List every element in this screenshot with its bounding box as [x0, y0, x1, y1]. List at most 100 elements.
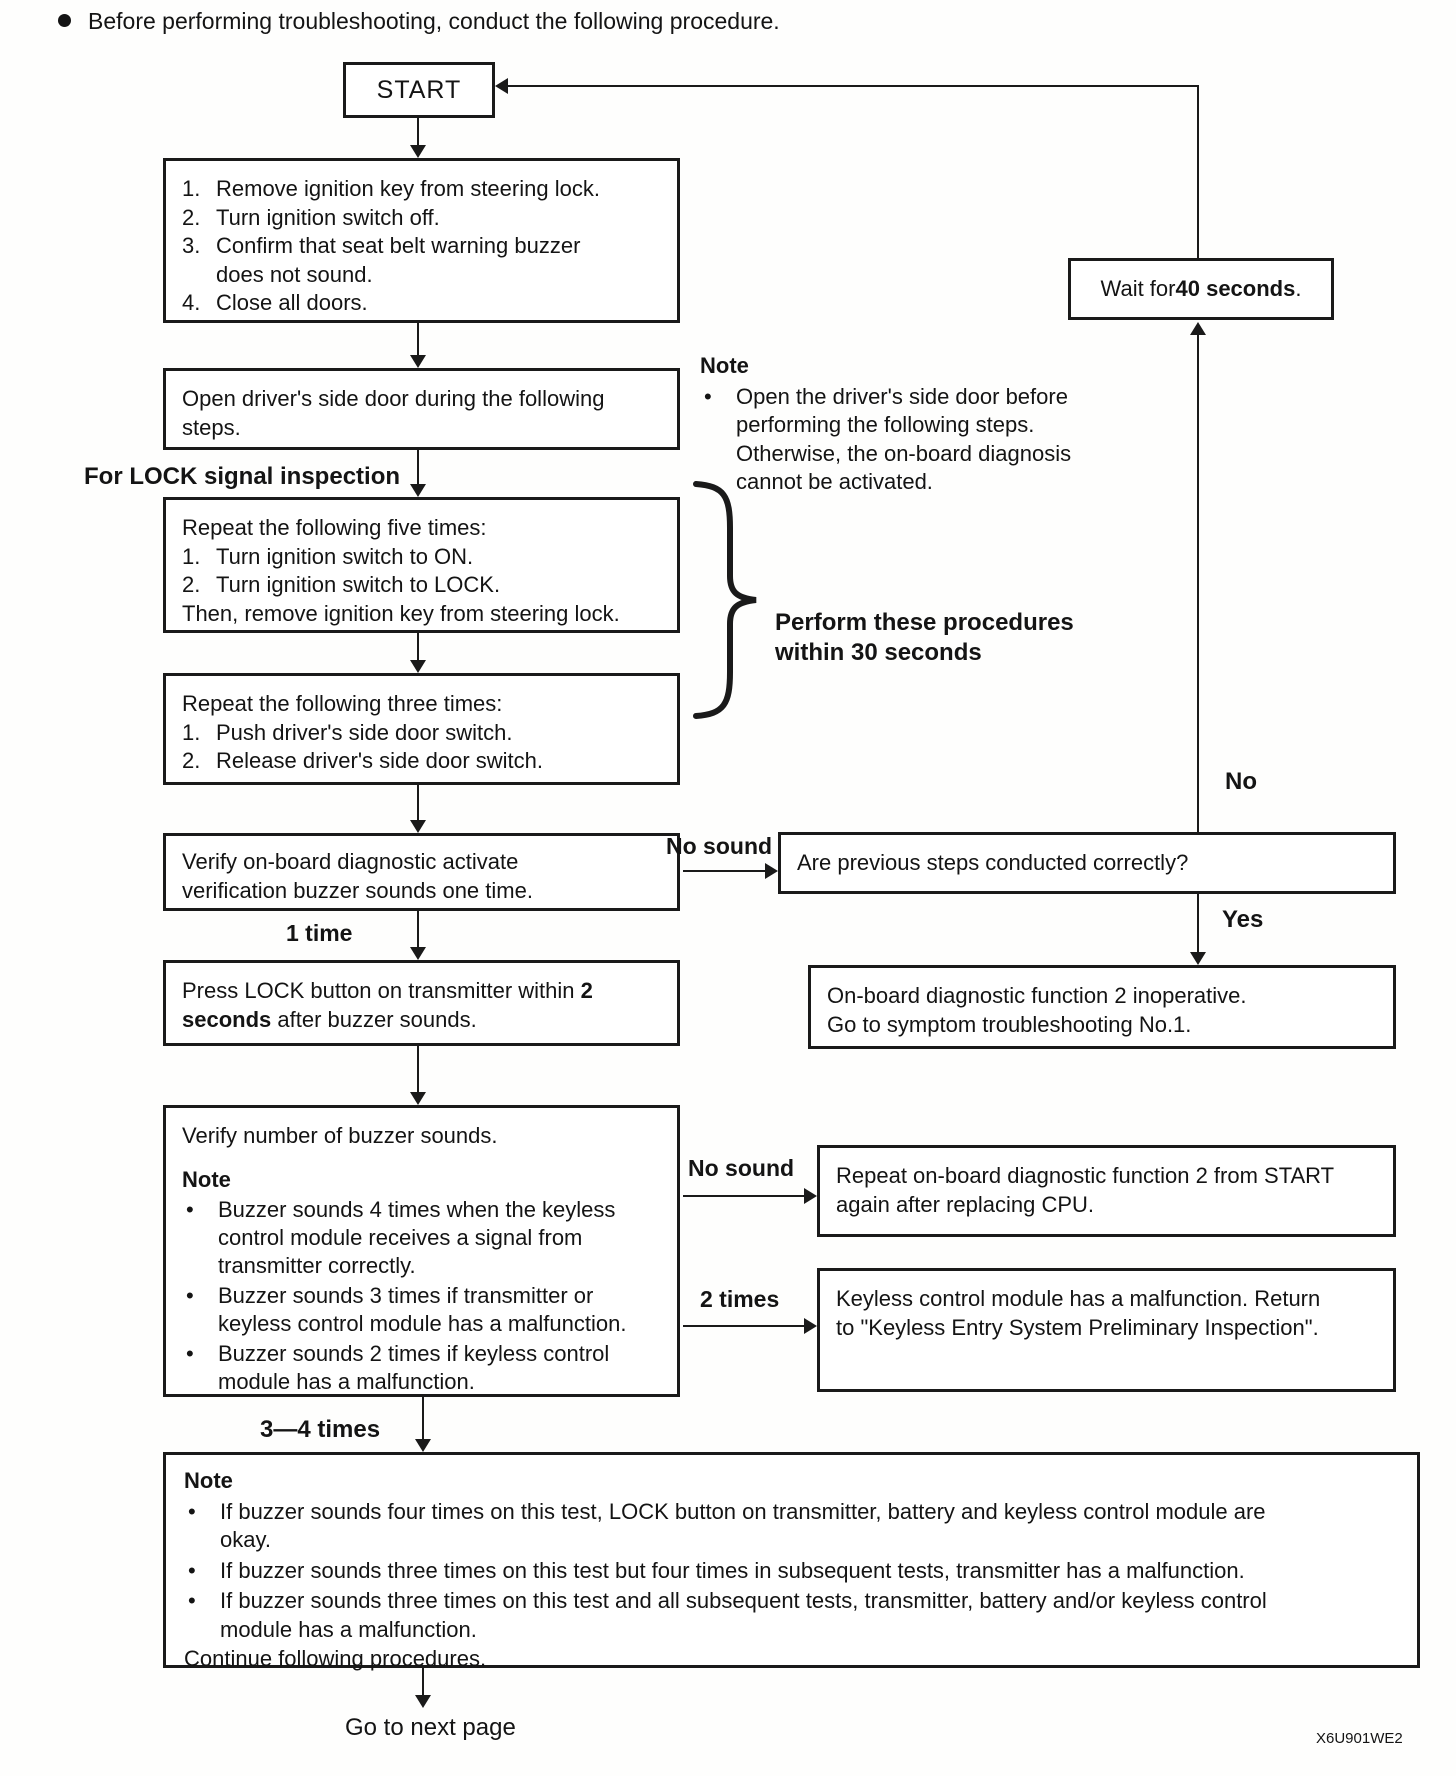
brace-icon	[693, 481, 757, 719]
item-number: 1.	[182, 176, 201, 201]
line-press-to-count	[417, 1046, 419, 1094]
arrowhead-right-icon	[804, 1318, 817, 1334]
bottom-bullet-row: • If buzzer sounds three times on this t…	[184, 1587, 1399, 1644]
no-label: No	[1225, 768, 1257, 795]
arrowhead-down-icon	[410, 1092, 426, 1105]
item-text: Turn ignition switch to LOCK.	[216, 572, 501, 598]
note-heading: Note	[182, 1166, 231, 1192]
note-text: Open the driver's side door before perfo…	[736, 383, 1072, 495]
bottom-bullet-text: If buzzer sounds three times on this tes…	[220, 1588, 1267, 1642]
prepare-box: 1. Remove ignition key from steering loc…	[163, 158, 680, 323]
open-door-text: Open driver's side door during the follo…	[182, 386, 605, 440]
no-sound-label-2: No sound	[688, 1155, 795, 1181]
no-sound-label-1: No sound	[666, 833, 773, 859]
item-number: 3.	[182, 233, 201, 259]
verify-once-box: Verify on-board diagnostic activate veri…	[163, 833, 680, 911]
repeat-three-item: 1. Push driver's side door switch.	[182, 719, 661, 748]
arrowhead-right-icon	[804, 1188, 817, 1204]
item-text: Turn ignition switch off.	[216, 204, 440, 230]
bottom-note-box: Note • If buzzer sounds four times on th…	[163, 1452, 1420, 1671]
return-line-right-upper	[1197, 85, 1199, 258]
figure-code: X6U901WE2	[1316, 1730, 1403, 1747]
inoperative-box: On-board diagnostic function 2 inoperati…	[808, 965, 1396, 1049]
open-door-box: Open driver's side door during the follo…	[163, 368, 680, 450]
count-bullet-text: Buzzer sounds 3 times if transmitter or …	[218, 1282, 627, 1336]
press-lock-bold: 2 seconds	[182, 978, 593, 1032]
replace-cpu-box: Repeat on-board diagnostic function 2 fr…	[817, 1145, 1396, 1237]
bullet-icon: •	[188, 1498, 196, 1524]
bullet-icon: •	[186, 1340, 194, 1366]
item-text: Remove ignition key from steering lock.	[216, 176, 600, 201]
repeat-three-intro: Repeat the following three times:	[182, 691, 503, 716]
two-times-label: 2 times	[700, 1286, 780, 1312]
inoperative-line1: On-board diagnostic function 2 inoperati…	[827, 983, 1247, 1008]
bottom-note-outro: Continue following procedures.	[184, 1645, 487, 1671]
replace-cpu-text: Repeat on-board diagnostic function 2 fr…	[836, 1163, 1334, 1217]
bullet-icon: •	[704, 383, 712, 409]
line-five-to-three	[417, 633, 419, 662]
bullet-icon: •	[186, 1196, 194, 1222]
arrowhead-down-icon	[410, 145, 426, 158]
wait-text-bold: 40 seconds	[1175, 275, 1296, 301]
bullet-icon: •	[186, 1282, 194, 1308]
arrowhead-down-icon	[415, 1439, 431, 1452]
press-lock-pre: Press LOCK button on transmitter within	[182, 978, 581, 1003]
line-yes	[1197, 894, 1199, 952]
return-line-top	[508, 85, 1199, 87]
note-heading: Note	[700, 353, 749, 378]
repeat-three-box: Repeat the following three times: 1. Pus…	[163, 673, 680, 785]
line-prepare-to-opendoor	[417, 323, 419, 357]
yes-label: Yes	[1222, 906, 1264, 933]
repeat-five-box: Repeat the following five times: 1. Turn…	[163, 497, 680, 633]
bottom-bullet-text: If buzzer sounds three times on this tes…	[220, 1557, 1245, 1583]
item-number: 4.	[182, 290, 201, 316]
return-line-right-lower	[1197, 335, 1199, 832]
inoperative-line2: Go to symptom troubleshooting No.1.	[827, 1011, 1192, 1037]
arrowhead-down-icon	[415, 1695, 431, 1708]
line-start-to-prepare	[417, 118, 419, 148]
arrowhead-down-icon	[410, 820, 426, 833]
item-text: Confirm that seat belt warning buzzer do…	[216, 233, 581, 287]
wait-text-pre: Wait for	[1100, 275, 1176, 301]
line-nosound2	[683, 1195, 806, 1197]
line-three-to-verify	[417, 785, 419, 822]
count-bullet-row: • Buzzer sounds 3 times if transmitter o…	[182, 1282, 661, 1338]
brace-note-label: Perform these procedures within 30 secon…	[775, 609, 1074, 666]
arrowhead-down-icon	[410, 660, 426, 673]
item-text: Close all doors.	[216, 290, 368, 316]
wait-box: Wait for 40 seconds.	[1068, 258, 1334, 320]
count-bullet-text: Buzzer sounds 4 times when the keyless c…	[218, 1196, 616, 1278]
arrowhead-down-icon	[1190, 952, 1206, 965]
line-nosound1	[683, 870, 767, 872]
item-number: 2.	[182, 204, 201, 230]
go-next-label: Go to next page	[345, 1714, 516, 1741]
press-lock-box: Press LOCK button on transmitter within …	[163, 960, 680, 1046]
bullet-icon: •	[188, 1588, 196, 1614]
line-verify-to-press	[417, 911, 419, 949]
repeat-five-item: 1. Turn ignition switch to ON.	[182, 543, 661, 572]
prepare-item: 2. Turn ignition switch off.	[182, 204, 661, 233]
bottom-bullet-row: • If buzzer sounds three times on this t…	[184, 1557, 1399, 1586]
three-four-times-label: 3—4 times	[260, 1416, 381, 1443]
keyless-malfunction-text: Keyless control module has a malfunction…	[836, 1286, 1321, 1340]
prepare-item: 1. Remove ignition key from steering loc…	[182, 175, 661, 204]
verify-count-title: Verify number of buzzer sounds.	[182, 1123, 498, 1148]
repeat-five-outro: Then, remove ignition key from steering …	[182, 600, 620, 626]
start-node: START	[343, 62, 495, 118]
repeat-five-intro: Repeat the following five times:	[182, 515, 487, 540]
item-number: 2.	[182, 748, 201, 774]
note-heading: Note	[184, 1468, 233, 1493]
arrowhead-up-icon	[1190, 322, 1206, 335]
line-note-to-next	[422, 1668, 424, 1697]
header-text: Before performing troubleshooting, condu…	[88, 8, 780, 34]
arrowhead-right-icon	[765, 863, 778, 879]
bullet-icon: •	[188, 1557, 196, 1583]
lock-signal-label: For LOCK signal inspection	[84, 463, 401, 490]
prepare-item: 4. Close all doors.	[182, 289, 661, 318]
arrowhead-down-icon	[410, 947, 426, 960]
arrowhead-down-icon	[410, 355, 426, 368]
item-number: 1.	[182, 719, 201, 745]
one-time-label: 1 time	[286, 920, 353, 946]
bottom-bullet-text: If buzzer sounds four times on this test…	[220, 1498, 1266, 1553]
